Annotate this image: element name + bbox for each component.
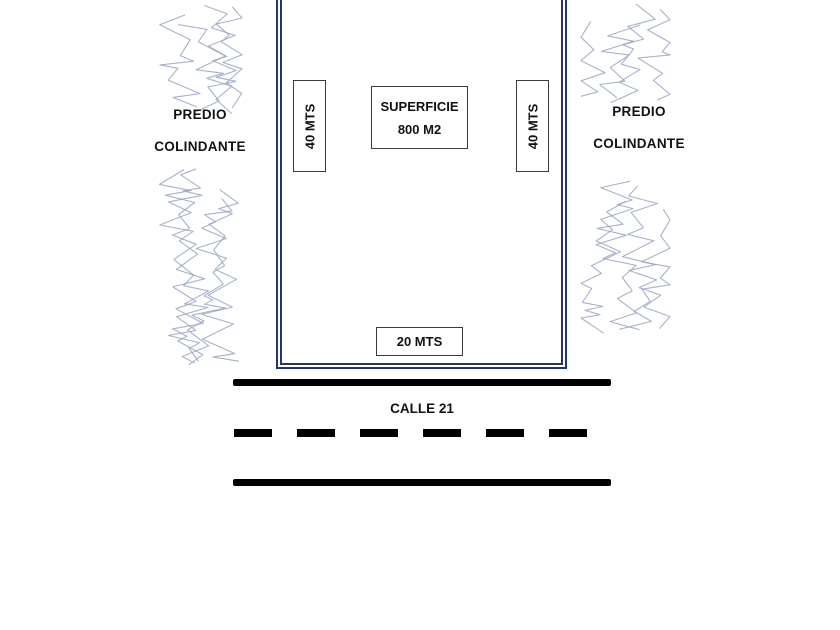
neighbor-right-line1: PREDIO (612, 104, 666, 119)
surface-label: SUPERFICIE (380, 98, 459, 114)
surface-value: 800 M2 (397, 121, 442, 137)
dimension-right-label: 40 MTS (525, 103, 541, 149)
dimension-bottom-label: 20 MTS (396, 334, 443, 349)
hatch-scribble-left (158, 4, 243, 365)
dimension-bottom-box: 20 MTS (376, 327, 463, 356)
road-edge-top (233, 379, 611, 386)
neighbor-left-line1: PREDIO (173, 107, 227, 122)
road-edge-bottom (233, 479, 611, 486)
dimension-left-label: 40 MTS (302, 103, 318, 149)
neighbor-label-right: PREDIO COLINDANTE (577, 104, 701, 151)
surface-box: SUPERFICIE 800 M2 (371, 86, 468, 149)
dimension-left-box: 40 MTS (293, 80, 326, 172)
dimension-right-box: 40 MTS (516, 80, 549, 172)
street-name: CALLE 21 (390, 401, 454, 416)
parcel-outline: 40 MTS 40 MTS SUPERFICIE 800 M2 20 MTS (276, 0, 567, 369)
hatch-scribble-right (580, 3, 671, 334)
neighbor-label-left: PREDIO COLINDANTE (138, 107, 262, 154)
road-center-dashes (234, 429, 610, 437)
neighbor-right-line2: COLINDANTE (593, 136, 685, 151)
neighbor-left-line2: COLINDANTE (154, 139, 246, 154)
